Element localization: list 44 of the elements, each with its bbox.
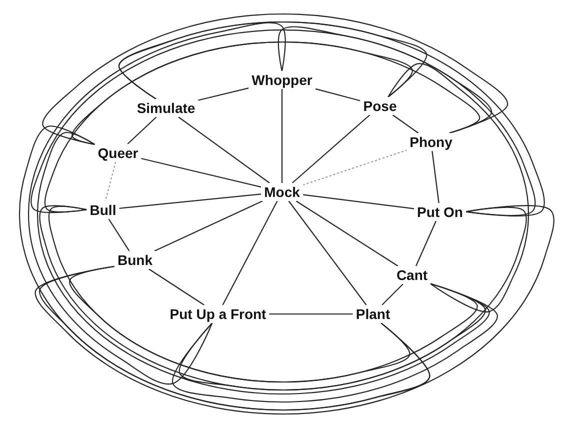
curved-connector xyxy=(69,266,478,383)
word-label: Put On xyxy=(414,203,466,221)
connector-line xyxy=(382,284,404,306)
curved-connector xyxy=(118,21,428,100)
curved-connector xyxy=(35,205,554,415)
curved-connector xyxy=(28,22,286,384)
connector-line xyxy=(302,194,414,210)
connector-line xyxy=(127,116,157,144)
word-label: Whopper xyxy=(248,71,316,89)
word-label: Mock xyxy=(261,183,303,201)
curved-connector xyxy=(118,21,545,216)
connector-line xyxy=(178,116,270,184)
word-label: Bunk xyxy=(114,251,156,269)
curved-connector xyxy=(39,266,430,411)
connector-line xyxy=(392,114,419,134)
connector-line xyxy=(296,200,398,266)
curved-connector xyxy=(388,63,529,312)
connector-line xyxy=(154,200,263,252)
connector-line xyxy=(141,158,262,188)
connector-line xyxy=(119,194,262,209)
connector-line xyxy=(315,88,360,102)
curved-connector xyxy=(278,26,492,134)
connector-line xyxy=(104,162,116,202)
connector-line xyxy=(148,268,204,306)
curved-connector xyxy=(18,126,430,411)
connector-line xyxy=(288,200,367,306)
connector-line xyxy=(281,89,283,183)
connector-line xyxy=(416,220,436,266)
connector-line xyxy=(432,150,440,204)
curved-connector xyxy=(42,13,508,145)
curved-connector xyxy=(30,29,536,216)
connector-line xyxy=(302,150,407,186)
connector-line xyxy=(269,313,353,315)
connector-line xyxy=(292,114,370,184)
curved-connector xyxy=(48,206,410,383)
connector-line xyxy=(222,200,278,306)
curved-connector xyxy=(36,132,490,395)
curved-connector xyxy=(39,205,486,391)
word-label: Phony xyxy=(406,133,456,151)
curved-connector xyxy=(44,41,480,212)
curved-connector xyxy=(178,206,527,391)
curved-connector xyxy=(72,41,413,145)
connector-line xyxy=(198,88,249,101)
connector-line xyxy=(108,218,130,252)
